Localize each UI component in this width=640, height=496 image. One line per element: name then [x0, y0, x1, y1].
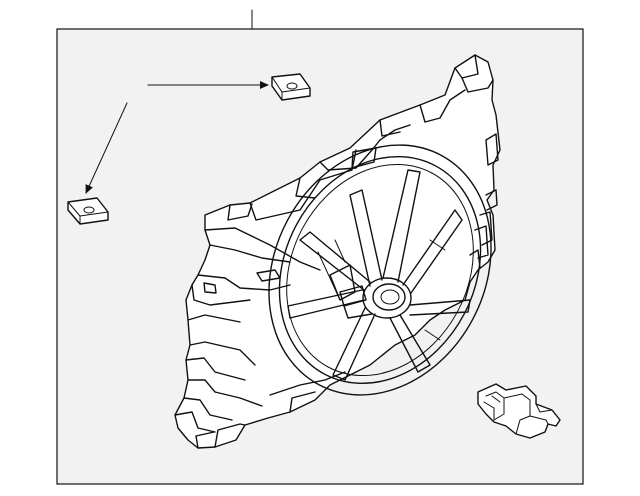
wire-connector-clip [477, 383, 561, 439]
arrow-to-left-pad [85, 102, 128, 194]
mounting-pad-top [271, 73, 311, 101]
mounting-pad-left [67, 197, 109, 225]
fan-shroud-assembly [174, 54, 501, 449]
